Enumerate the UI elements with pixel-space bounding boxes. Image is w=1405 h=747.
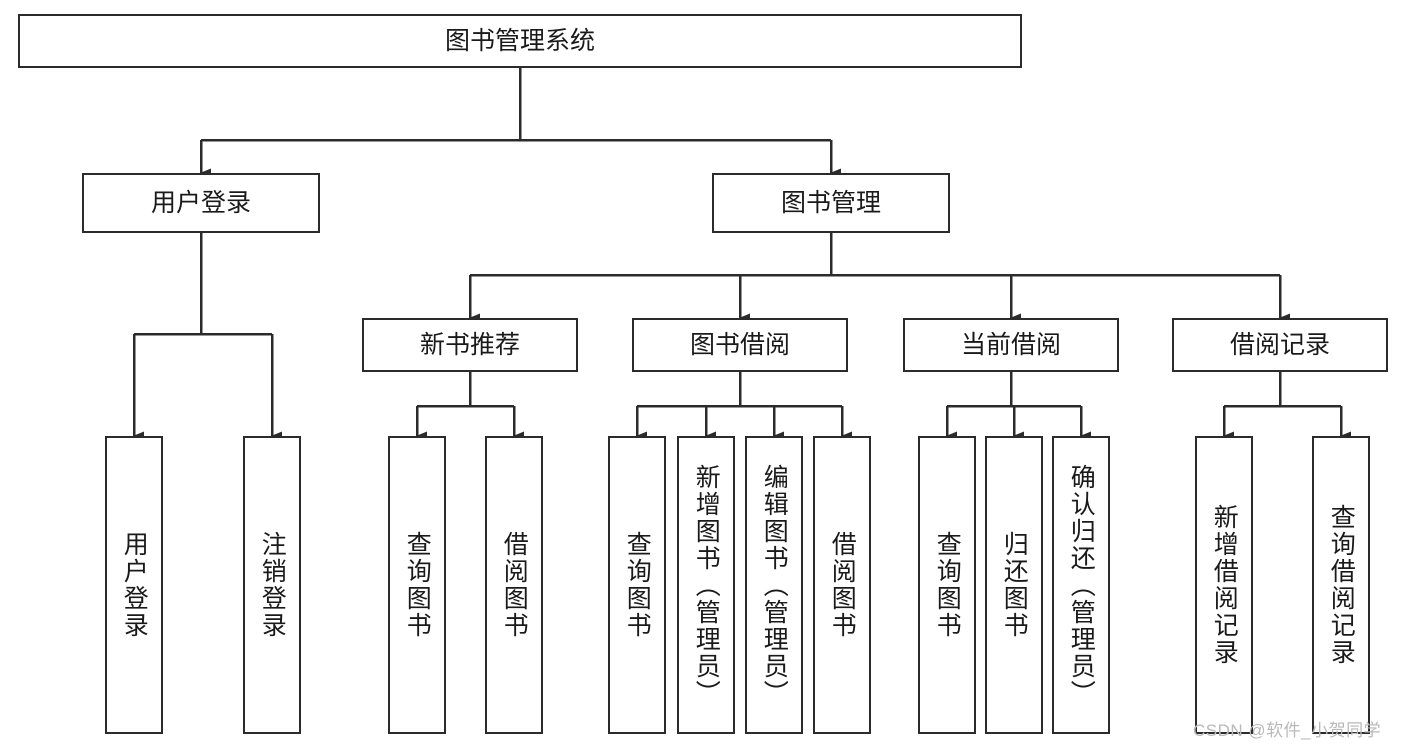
node-label: 借阅记录 <box>1229 330 1330 359</box>
node-leaf-add-book[interactable]: 新增图书（管理员） <box>677 436 735 734</box>
node-leaf-confirm-return[interactable]: 确认归还（管理员） <box>1052 436 1110 734</box>
node-leaf-borrow-book-2[interactable]: 借阅图书 <box>813 436 871 734</box>
node-label: 查询图书 <box>403 531 432 639</box>
node-leaf-add-record[interactable]: 新增借阅记录 <box>1195 436 1253 734</box>
node-label: 新书推荐 <box>419 330 520 359</box>
node-label: 编辑图书（管理员） <box>760 463 789 707</box>
node-leaf-edit-book[interactable]: 编辑图书（管理员） <box>745 436 803 734</box>
node-label: 注销登录 <box>258 531 287 639</box>
node-label: 查询借阅记录 <box>1327 504 1356 666</box>
edge-group <box>132 68 1351 441</box>
node-leaf-logout[interactable]: 注销登录 <box>243 436 301 734</box>
node-leaf-return-book[interactable]: 归还图书 <box>985 436 1043 734</box>
node-label: 用户登录 <box>120 531 149 639</box>
node-label: 图书管理 <box>780 188 881 217</box>
node-label: 当前借阅 <box>960 330 1061 359</box>
node-label: 归还图书 <box>1000 531 1029 639</box>
node-new-book-rec[interactable]: 新书推荐 <box>362 318 578 372</box>
node-leaf-query-record[interactable]: 查询借阅记录 <box>1312 436 1370 734</box>
node-root[interactable]: 图书管理系统 <box>18 14 1022 68</box>
node-label: 图书借阅 <box>689 330 790 359</box>
node-leaf-query-book-3[interactable]: 查询图书 <box>918 436 976 734</box>
node-label: 新增图书（管理员） <box>692 463 721 707</box>
node-label: 借阅图书 <box>828 531 857 639</box>
node-book-borrow[interactable]: 图书借阅 <box>632 318 848 372</box>
node-label: 确认归还（管理员） <box>1067 463 1096 707</box>
node-leaf-borrow-book-1[interactable]: 借阅图书 <box>485 436 543 734</box>
node-leaf-query-book-2[interactable]: 查询图书 <box>608 436 666 734</box>
node-label: 新增借阅记录 <box>1210 504 1239 666</box>
node-book-manage[interactable]: 图书管理 <box>712 173 950 233</box>
node-label: 查询图书 <box>623 531 652 639</box>
node-label: 查询图书 <box>933 531 962 639</box>
node-borrow-record[interactable]: 借阅记录 <box>1172 318 1388 372</box>
node-label: 借阅图书 <box>500 531 529 639</box>
node-user-login[interactable]: 用户登录 <box>82 173 320 233</box>
node-leaf-query-book-1[interactable]: 查询图书 <box>388 436 446 734</box>
node-current-borrow[interactable]: 当前借阅 <box>903 318 1119 372</box>
node-leaf-user-login[interactable]: 用户登录 <box>105 436 163 734</box>
node-label: 用户登录 <box>150 188 251 217</box>
watermark-text: CSDN @软件_小贺同学 <box>1193 721 1382 740</box>
node-label: 图书管理系统 <box>444 26 595 55</box>
